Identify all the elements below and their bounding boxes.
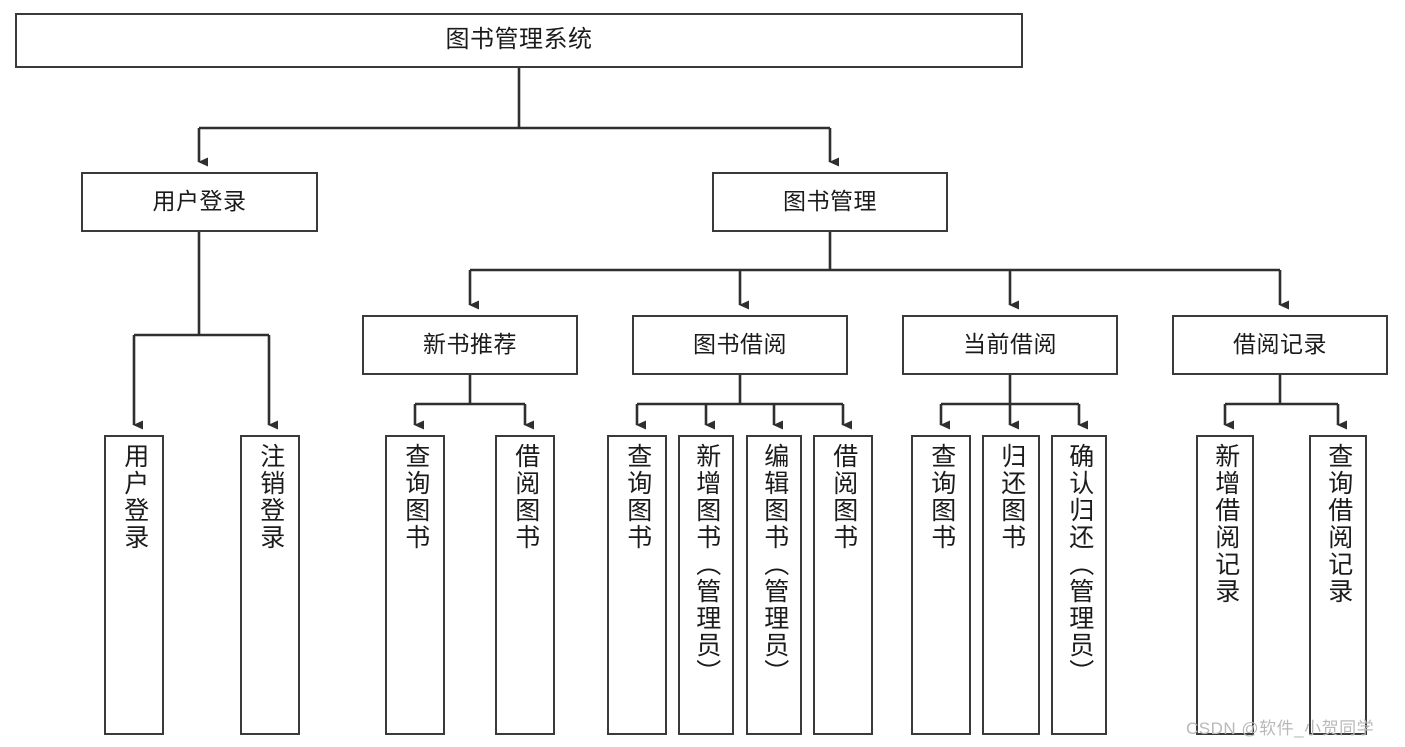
- leaf-user-login-logout[interactable]: 注销登录: [240, 435, 300, 735]
- node-label: 用户登录: [152, 188, 247, 215]
- leaf-current-borrow-query-book[interactable]: 查询图书: [911, 435, 971, 735]
- node-user-login[interactable]: 用户登录: [81, 172, 318, 232]
- node-label: 确认归还（管理员）: [1065, 443, 1094, 686]
- node-label: 当前借阅: [963, 331, 1057, 358]
- leaf-book-borrow-edit-book-admin[interactable]: 编辑图书（管理员）: [746, 435, 802, 735]
- node-book-borrowing[interactable]: 图书借阅: [632, 315, 848, 375]
- leaf-new-book-borrow-book[interactable]: 借阅图书: [495, 435, 555, 735]
- node-root-book-management-system[interactable]: 图书管理系统: [15, 13, 1023, 68]
- node-book-management[interactable]: 图书管理: [712, 172, 948, 232]
- node-label: 用户登录: [120, 443, 149, 551]
- node-new-book-recommendation[interactable]: 新书推荐: [362, 315, 578, 375]
- leaf-new-book-query-book[interactable]: 查询图书: [385, 435, 445, 735]
- leaf-borrow-record-query-record[interactable]: 查询借阅记录: [1309, 435, 1367, 735]
- node-label: 图书管理: [783, 188, 877, 215]
- node-label: 借阅记录: [1233, 331, 1327, 358]
- node-borrowing-record[interactable]: 借阅记录: [1172, 315, 1388, 375]
- leaf-current-borrow-return-book[interactable]: 归还图书: [982, 435, 1040, 735]
- node-label: 新书推荐: [423, 331, 517, 358]
- leaf-user-login-login[interactable]: 用户登录: [104, 435, 164, 735]
- node-current-borrowing[interactable]: 当前借阅: [902, 315, 1118, 375]
- leaf-current-borrow-confirm-return-admin[interactable]: 确认归还（管理员）: [1051, 435, 1107, 735]
- node-label: 查询图书: [401, 443, 430, 551]
- watermark-text: CSDN @软件_小贺同学: [1186, 719, 1375, 738]
- node-label: 归还图书: [997, 443, 1026, 551]
- leaf-book-borrow-query-book[interactable]: 查询图书: [607, 435, 667, 735]
- node-label: 查询借阅记录: [1324, 443, 1353, 605]
- node-label: 查询图书: [623, 443, 652, 551]
- node-label: 注销登录: [256, 443, 285, 551]
- node-label: 借阅图书: [829, 443, 858, 551]
- node-label: 查询图书: [927, 443, 956, 551]
- node-label: 编辑图书（管理员）: [760, 443, 789, 686]
- node-label: 借阅图书: [511, 443, 540, 551]
- leaf-borrow-record-add-record[interactable]: 新增借阅记录: [1196, 435, 1254, 735]
- leaf-book-borrow-add-book-admin[interactable]: 新增图书（管理员）: [678, 435, 734, 735]
- leaf-book-borrow-borrow-book[interactable]: 借阅图书: [813, 435, 873, 735]
- node-label: 新增借阅记录: [1211, 443, 1240, 605]
- node-label: 图书管理系统: [445, 26, 593, 54]
- node-label: 新增图书（管理员）: [692, 443, 721, 686]
- node-label: 图书借阅: [693, 331, 787, 358]
